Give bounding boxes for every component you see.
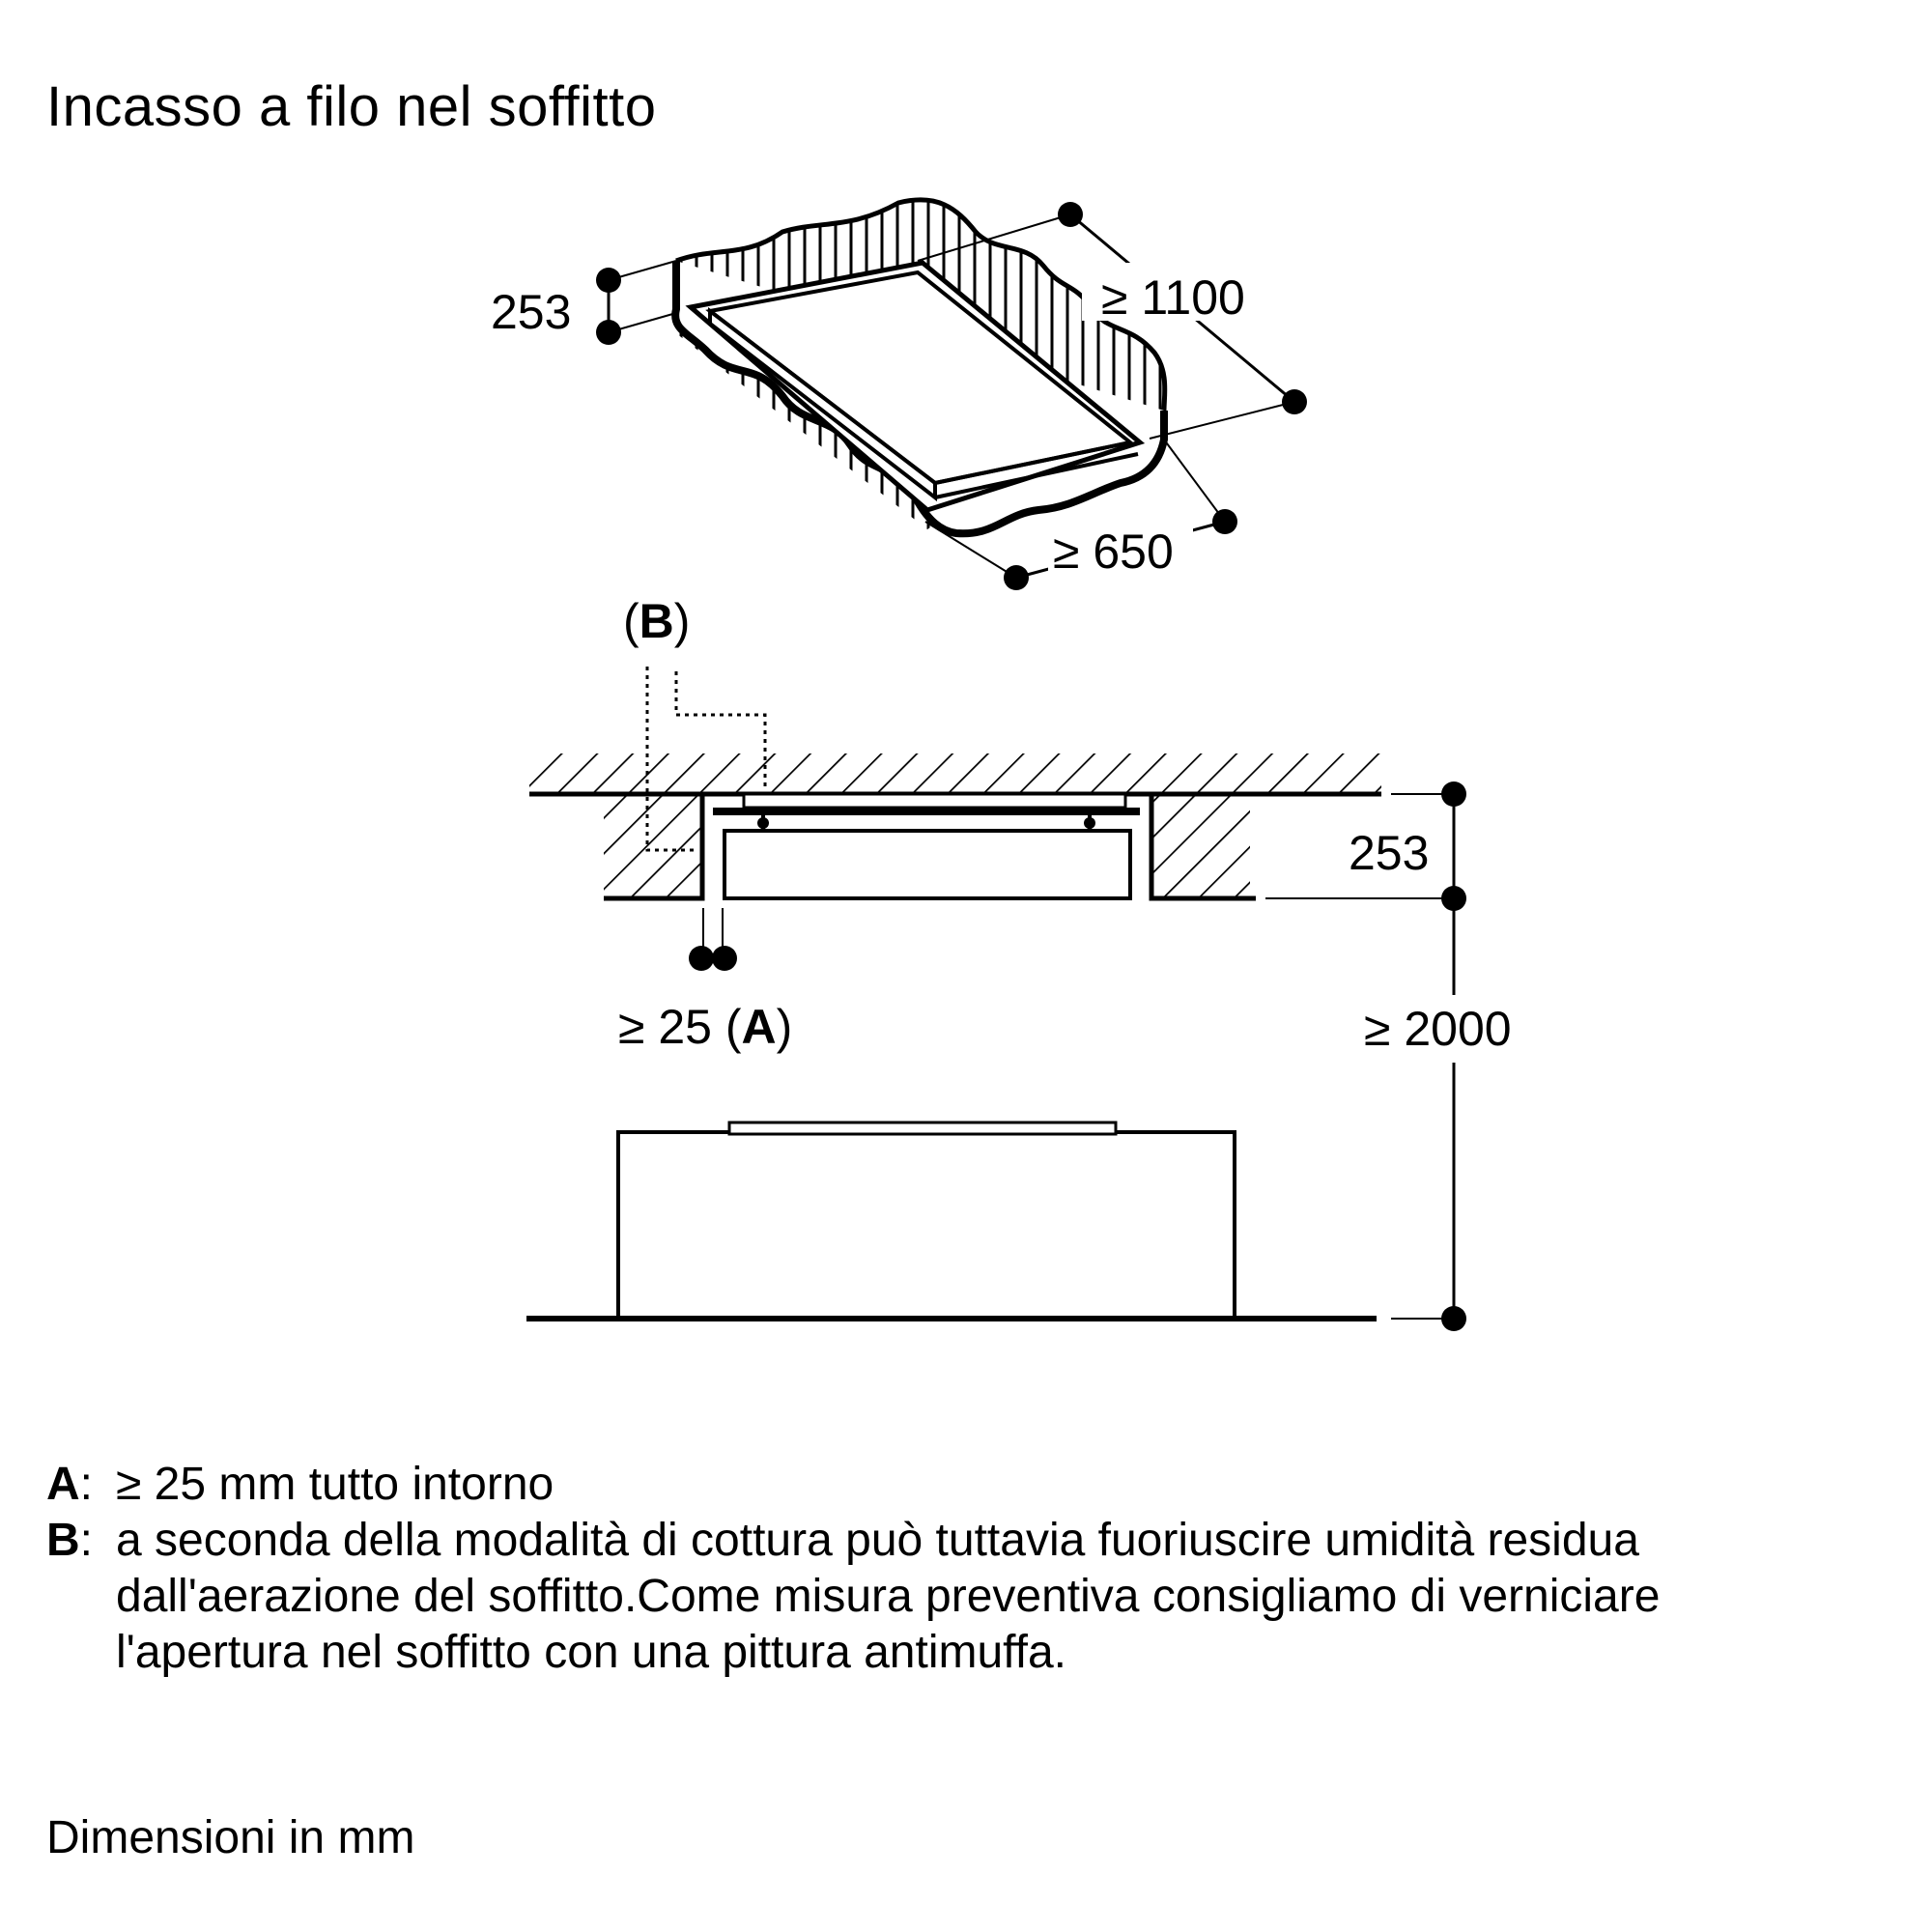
hood-mount-plate: [742, 792, 1127, 810]
right-cutout-wall: [1151, 794, 1250, 898]
ceiling-slab: [529, 753, 1381, 794]
vent-label: (B): [623, 594, 690, 648]
vent-path: [645, 667, 767, 852]
left-cutout-wall: [604, 794, 702, 898]
note-b: B: a seconda della modalità di cottura p…: [46, 1513, 1901, 1681]
dim-gap: ≥ 25 (A): [618, 1000, 792, 1054]
note-a: A: ≥ 25 mm tutto intorno: [46, 1457, 1901, 1513]
notes: A: ≥ 25 mm tutto intorno B: a seconda de…: [46, 1457, 1901, 1681]
units-note: Dimensioni in mm: [46, 1812, 415, 1863]
cutout-outer-edge: [675, 197, 1168, 412]
note-b-text: a seconda della modalità di cottura può …: [116, 1515, 1661, 1678]
page-title: Incasso a filo nel soffitto: [46, 75, 657, 138]
hood-body: [723, 829, 1132, 900]
dim-top-length: ≥ 1100: [1101, 270, 1245, 325]
dim-clearance: ≥ 2000: [1364, 1002, 1512, 1056]
dim-top-width: ≥ 650: [1053, 525, 1174, 579]
dim-section-height: 253: [1349, 826, 1429, 880]
cooktop: [727, 1121, 1118, 1136]
cooktop-counter: [616, 1130, 1236, 1321]
note-a-text: ≥ 25 mm tutto intorno: [116, 1459, 554, 1510]
section-view: (B) ≥ 25 (A) 253 ≥ 2000: [526, 594, 1512, 1331]
isometric-view: 253 ≥ 1100 ≥ 650: [491, 197, 1307, 590]
dim-top-height: 253: [491, 285, 571, 339]
